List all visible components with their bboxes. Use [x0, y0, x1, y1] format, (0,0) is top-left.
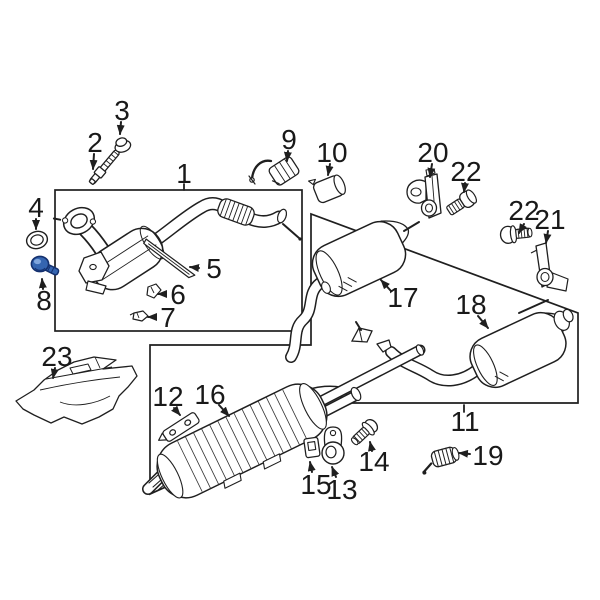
- callout-16-leader: [218, 404, 230, 417]
- callout-10[interactable]: 10: [316, 137, 348, 176]
- callout-22a-leader: [461, 182, 469, 193]
- callout-15-label: 15: [300, 469, 331, 500]
- part-22a-bolt: [446, 189, 478, 216]
- callout-3[interactable]: 3: [114, 95, 130, 135]
- callout-12-label: 12: [152, 381, 183, 412]
- callout-11[interactable]: 11: [450, 404, 480, 437]
- callout-17-leader: [380, 279, 392, 292]
- part-18-muffler: [469, 308, 574, 389]
- callout-15[interactable]: 15: [300, 461, 332, 500]
- callout-20[interactable]: 20: [417, 137, 449, 178]
- callout-4[interactable]: 4: [28, 192, 44, 230]
- part-9-hanger: [248, 156, 300, 186]
- callout-9-label: 9: [281, 124, 297, 155]
- part-19-insulator: [422, 446, 460, 475]
- callout-14-leader: [368, 441, 376, 452]
- part-16-resonator: [156, 383, 328, 499]
- callout-17[interactable]: 17: [380, 279, 419, 313]
- callout-15-leader: [307, 461, 316, 473]
- part-1-catalytic-downpipe: [52, 197, 302, 295]
- callout-1-label: 1: [176, 158, 192, 189]
- callout-5[interactable]: 5: [189, 253, 222, 284]
- part-17-hanger-rod: [403, 221, 420, 232]
- callout-2-label: 2: [87, 127, 103, 158]
- callout-9[interactable]: 9: [281, 124, 297, 162]
- callout-10-label: 10: [316, 137, 347, 168]
- callout-14-label: 14: [358, 446, 389, 477]
- callout-12-leader: [171, 405, 181, 416]
- part-12-bracket: [158, 412, 200, 442]
- callout-4-label: 4: [28, 192, 44, 223]
- callout-5-leader: [189, 264, 200, 272]
- callout-11-label: 11: [450, 406, 479, 437]
- callout-18-leader: [477, 315, 489, 329]
- callout-20-label: 20: [417, 137, 448, 168]
- part-15-clip: [303, 436, 321, 459]
- callout-7-label: 7: [160, 302, 176, 333]
- callout-8[interactable]: 8: [36, 278, 52, 316]
- part-18-hanger-rod: [518, 299, 549, 314]
- callout-22b-leader: [518, 223, 527, 234]
- part-23-heat-shield: [15, 356, 138, 425]
- callout-21[interactable]: 21: [534, 204, 566, 244]
- callout-13[interactable]: 13: [326, 466, 358, 505]
- callout-14[interactable]: 14: [358, 441, 390, 477]
- callout-5-label: 5: [206, 253, 222, 284]
- callout-3-leader: [116, 121, 125, 135]
- part-3-nut: [114, 137, 132, 153]
- callout-3-label: 3: [114, 95, 130, 126]
- part-10-clamp: [307, 174, 346, 204]
- callout-2[interactable]: 2: [87, 127, 103, 170]
- callout-19-leader: [458, 449, 471, 458]
- callout-8-label: 8: [36, 285, 52, 316]
- callout-22b[interactable]: 22: [508, 195, 540, 234]
- callout-23-leader: [50, 367, 59, 379]
- callout-19-label: 19: [472, 440, 503, 471]
- callout-18-label: 18: [455, 289, 486, 320]
- callout-6-label: 6: [170, 279, 186, 310]
- callout-20-leader: [427, 163, 436, 178]
- part-8-flange-bolt-highlighted[interactable]: [30, 255, 60, 276]
- callout-10-leader: [325, 163, 334, 176]
- callout-22a-label: 22: [450, 156, 481, 187]
- part-22b-bolt: [499, 225, 533, 244]
- part-4-gasket: [25, 230, 49, 250]
- part-17-muffler: [311, 220, 410, 298]
- part-14-bolt: [350, 418, 379, 446]
- part-7-clip: [129, 310, 149, 322]
- flange: [52, 206, 97, 236]
- callout-22a[interactable]: 22: [450, 156, 482, 193]
- callout-13-label: 13: [326, 474, 357, 505]
- callout-16[interactable]: 16: [194, 379, 230, 417]
- part-5-bracket-strip: [143, 238, 196, 279]
- callout-21-leader: [543, 230, 552, 244]
- callout-9-leader: [283, 150, 292, 162]
- callout-1[interactable]: 1: [176, 158, 192, 191]
- callout-8-leader: [38, 278, 47, 290]
- callout-18[interactable]: 18: [455, 289, 489, 329]
- callout-17-label: 17: [387, 282, 418, 313]
- callout-22b-label: 22: [508, 195, 539, 226]
- callout-23[interactable]: 23: [41, 341, 73, 379]
- callout-6[interactable]: 6: [157, 279, 186, 310]
- callout-12[interactable]: 12: [152, 381, 184, 416]
- callout-2-leader: [89, 153, 98, 170]
- part-13-hanger-bracket: [321, 426, 345, 465]
- callouts: 1 2 3 4 5 6 7 8: [28, 95, 565, 505]
- part-21-bracket: [530, 242, 569, 292]
- callout-23-label: 23: [41, 341, 72, 372]
- callout-13-leader: [331, 466, 340, 478]
- callout-7[interactable]: 7: [147, 302, 176, 333]
- callout-21-label: 21: [534, 204, 565, 235]
- callout-16-label: 16: [194, 379, 225, 410]
- part-20-bracket: [406, 168, 442, 219]
- callout-19[interactable]: 19: [458, 440, 504, 471]
